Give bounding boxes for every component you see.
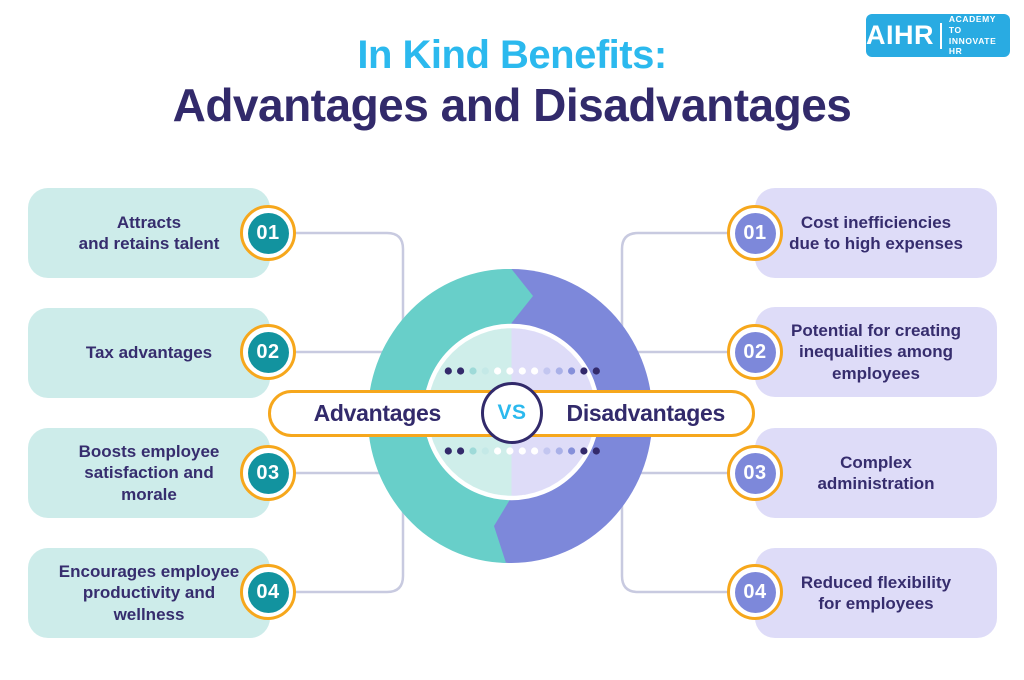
gradient-dot — [555, 367, 563, 375]
aihr-logo-tagline-line1: ACADEMY TO — [948, 14, 996, 35]
title-main-line: Advantages and Disadvantages — [172, 79, 852, 132]
advantage-box-2: Tax advantages — [28, 308, 270, 398]
page-title: In Kind Benefits: Advantages and Disadva… — [0, 33, 1024, 132]
advantage-label-3: Boosts employee satisfaction and morale — [78, 442, 220, 504]
disadvantage-number-1: 01 — [734, 212, 776, 254]
gradient-dot — [444, 367, 452, 375]
gradient-dot — [469, 447, 477, 455]
gradient-dot — [543, 367, 551, 375]
gradient-dot — [568, 367, 576, 375]
versus-right-label: Disadvantages — [566, 400, 726, 426]
gradient-dot — [444, 447, 452, 455]
advantage-number-1: 01 — [247, 212, 289, 254]
disadvantage-badge-1: 01 — [727, 205, 783, 261]
advantage-label-1: Attracts and retains talent — [78, 212, 220, 253]
gradient-dot — [518, 447, 526, 455]
advantage-badge-3: 03 — [240, 445, 296, 501]
gradient-dot — [580, 367, 588, 375]
disadvantage-box-3: Complex administration — [755, 428, 997, 518]
disadvantage-box-4: Reduced flexibility for employees — [755, 548, 997, 638]
gradient-dot — [555, 447, 563, 455]
disadvantage-box-1: Cost inefficiencies due to high expenses — [755, 188, 997, 278]
gradient-dot — [494, 367, 502, 375]
gradient-dot — [481, 447, 489, 455]
aihr-logo-tagline-line2: INNOVATE HR — [948, 35, 997, 57]
gradient-dot — [518, 367, 526, 375]
connector-adv-1 — [294, 231, 405, 332]
advantage-box-1: Attracts and retains talent — [28, 188, 270, 278]
advantage-badge-2: 02 — [240, 324, 296, 380]
gradient-dot — [457, 447, 465, 455]
aihr-logo-brand: AIHR — [866, 20, 934, 50]
gradient-dot-rows — [444, 367, 600, 455]
disadvantage-label-1: Cost inefficiencies due to high expenses — [789, 212, 963, 253]
gradient-dot — [481, 367, 489, 375]
advantage-number-3: 03 — [247, 452, 289, 494]
connector-lines — [294, 231, 729, 594]
disadvantage-number-2: 02 — [734, 331, 776, 373]
gradient-dot — [568, 447, 576, 455]
gradient-dot — [506, 447, 514, 455]
advantage-badge-1: 01 — [240, 205, 296, 261]
advantage-number-4: 04 — [247, 571, 289, 613]
advantage-badge-4: 04 — [240, 564, 296, 620]
title-accent-line: In Kind Benefits: — [357, 33, 667, 77]
gradient-dot — [506, 367, 514, 375]
disadvantage-number-4: 04 — [734, 571, 776, 613]
gradient-dot — [592, 447, 600, 455]
vs-label: VS — [497, 401, 527, 424]
disadvantage-label-3: Complex administration — [817, 452, 935, 493]
vs-circle: VS — [481, 382, 543, 444]
disadvantage-box-2: Potential for creating inequalities amon… — [755, 307, 997, 397]
advantage-box-3: Boosts employee satisfaction and morale — [28, 428, 270, 518]
gradient-dot — [531, 367, 539, 375]
aihr-logo-tagline: ACADEMY TO INNOVATE HR — [949, 14, 1010, 57]
advantage-number-2: 02 — [247, 331, 289, 373]
aihr-logo-divider — [940, 22, 942, 49]
connector-dis-4 — [620, 496, 729, 594]
gradient-dot — [457, 367, 465, 375]
gradient-dot — [580, 447, 588, 455]
aihr-logo: AIHR ACADEMY TO INNOVATE HR — [866, 14, 1010, 57]
gradient-dot — [494, 447, 502, 455]
advantage-box-4: Encourages employee productivity and wel… — [28, 548, 270, 638]
versus-left-label: Advantages — [313, 400, 442, 426]
disadvantage-number-3: 03 — [734, 452, 776, 494]
connector-adv-4 — [294, 496, 405, 594]
disadvantage-badge-2: 02 — [727, 324, 783, 380]
gradient-dot — [531, 447, 539, 455]
advantage-label-4: Encourages employee productivity and wel… — [58, 562, 240, 624]
disadvantage-label-4: Reduced flexibility for employees — [800, 572, 952, 613]
disadvantage-badge-4: 04 — [727, 564, 783, 620]
gradient-dot — [469, 367, 477, 375]
advantage-label-2: Tax advantages — [85, 343, 213, 363]
disadvantage-label-2: Potential for creating inequalities amon… — [790, 321, 962, 383]
disadvantage-badge-3: 03 — [727, 445, 783, 501]
connector-dis-1 — [620, 231, 729, 332]
gradient-dot — [543, 447, 551, 455]
gradient-dot — [592, 367, 600, 375]
